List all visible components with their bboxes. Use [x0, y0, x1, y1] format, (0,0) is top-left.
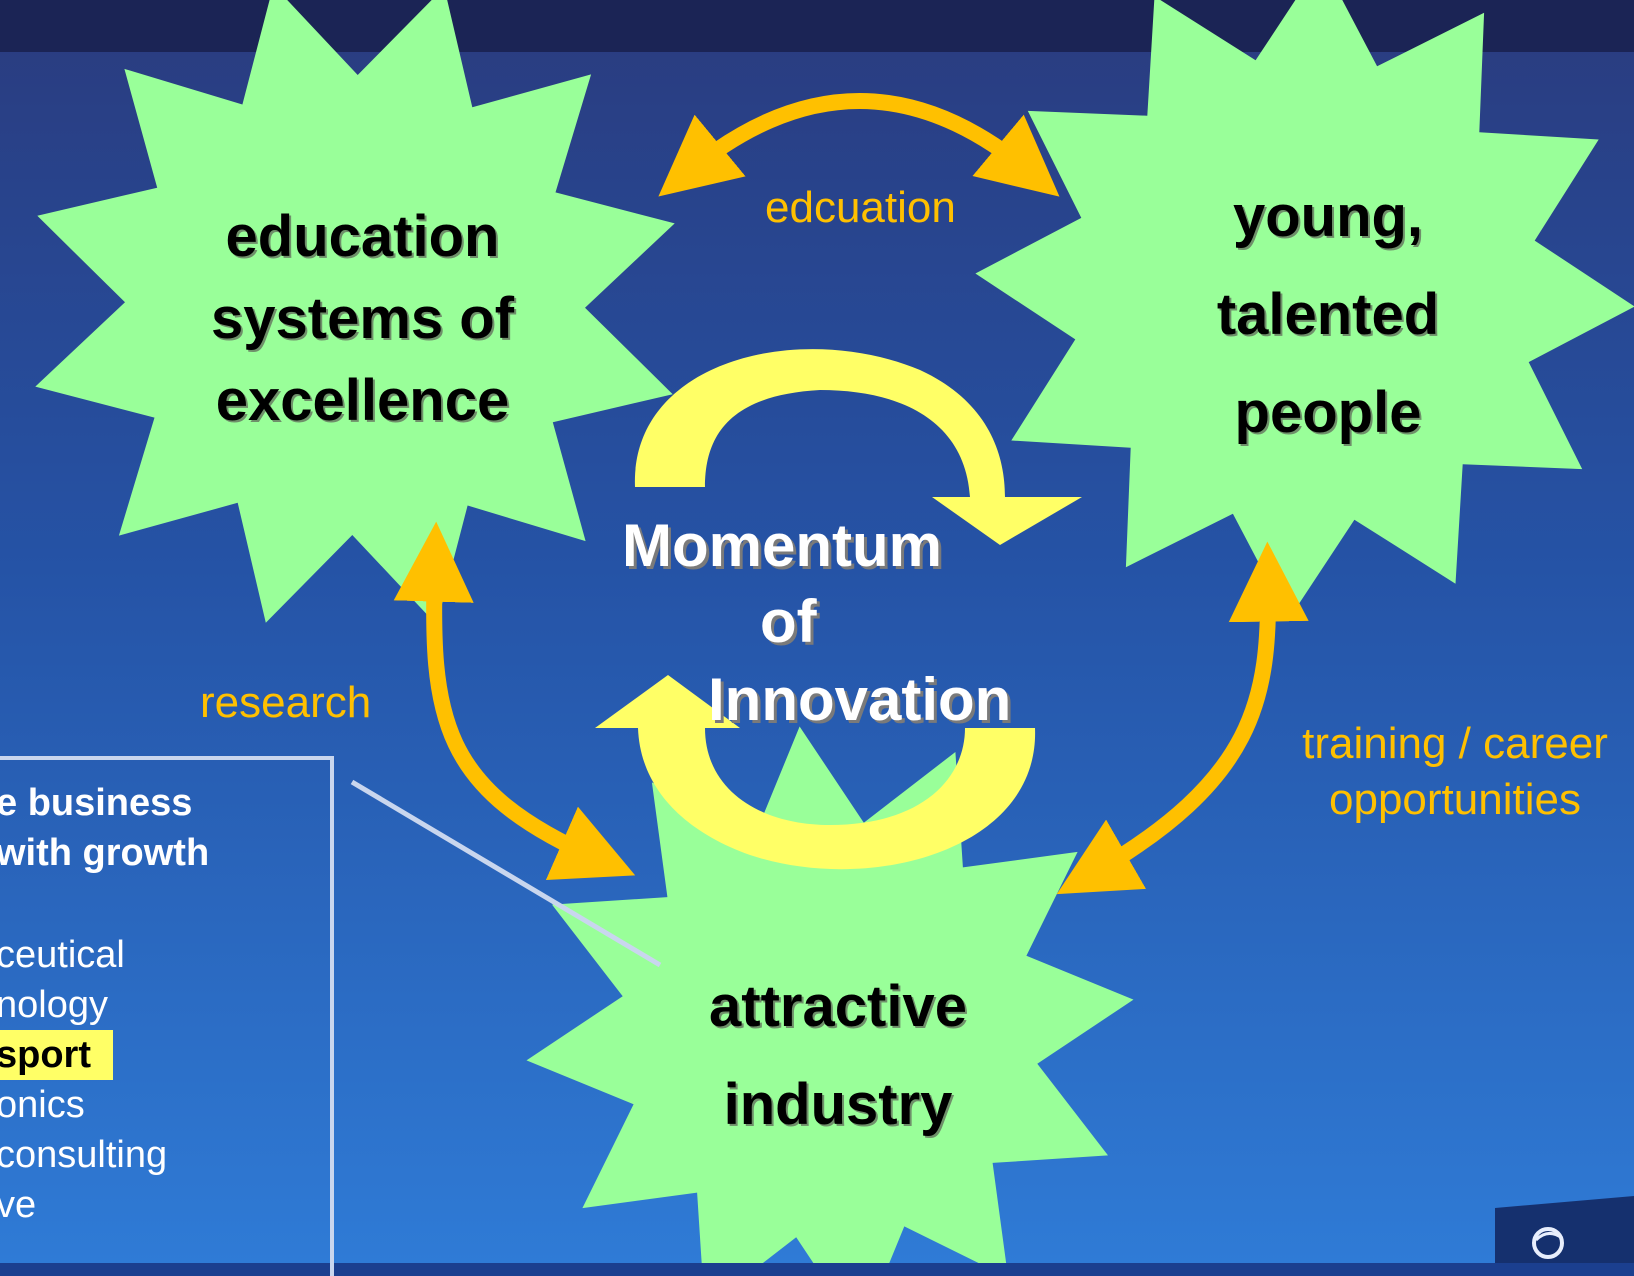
edge-label-line: opportunities	[1329, 775, 1581, 824]
sector-item: onics	[0, 1084, 85, 1126]
sector-item-highlighted: sport	[0, 1030, 113, 1080]
panel-heading-line: with growth	[0, 832, 210, 874]
node-text-line: attractive	[709, 974, 967, 1039]
arrow-education-people	[658, 93, 1060, 197]
node-education-label: education systems of excellence	[160, 196, 565, 442]
sector-item: ceutical	[0, 934, 125, 976]
starburst-people	[975, 0, 1634, 620]
panel-heading-line: e business	[0, 782, 193, 824]
business-sectors-panel: e business with growth ceutical nology s…	[0, 756, 334, 1276]
node-text-line: education	[225, 204, 500, 269]
top-bar	[0, 0, 1634, 52]
edge-label-research: research	[200, 678, 372, 727]
arrow-people-industry	[1056, 541, 1309, 895]
momentum-line-3: Innovation	[708, 666, 1012, 733]
edge-label-education: edcuation	[765, 183, 956, 232]
node-text-line: talented	[1216, 282, 1440, 347]
company-logo-icon	[1495, 1196, 1634, 1263]
sector-item: ve	[0, 1184, 37, 1226]
node-industry-label: attractive industry	[638, 958, 1038, 1154]
starburst-industry	[526, 726, 1134, 1263]
sector-item: consulting	[0, 1134, 168, 1176]
callout-line	[350, 779, 662, 968]
node-text-line: systems of	[210, 286, 515, 351]
node-text-line: excellence	[215, 368, 510, 433]
node-text-line: industry	[723, 1072, 953, 1137]
cycle-arrow-top	[634, 349, 1082, 545]
node-text-line: people	[1234, 380, 1422, 445]
arrow-education-industry	[393, 521, 636, 880]
momentum-line-1: Momentum	[622, 512, 942, 579]
node-people-label: young, talented people	[1118, 168, 1538, 462]
edge-label-line: training / career	[1302, 719, 1608, 768]
edge-label-training: training / career opportunities	[1280, 716, 1630, 828]
node-text-line: young,	[1232, 184, 1424, 249]
momentum-line-2: of	[760, 588, 817, 655]
starburst-education	[35, 0, 675, 625]
cycle-arrow-bottom	[595, 675, 1036, 870]
sector-item: nology	[0, 984, 108, 1026]
